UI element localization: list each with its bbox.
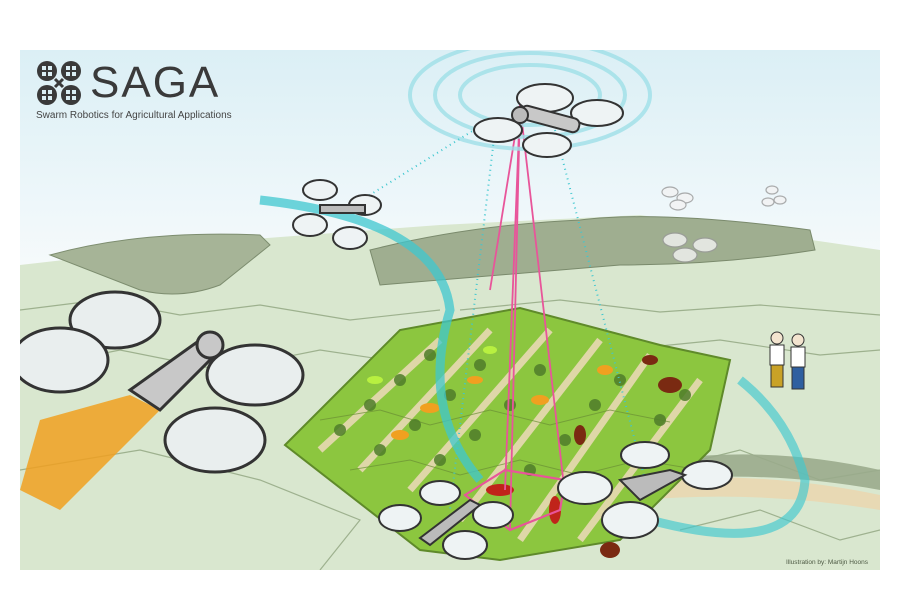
scout-drone-left bbox=[292, 179, 382, 250]
field-drone-center bbox=[378, 480, 514, 560]
distant-drone-1 bbox=[661, 186, 694, 211]
farmer-with-cap bbox=[769, 331, 785, 388]
large-drone-foreground bbox=[20, 290, 305, 474]
distant-drone-2 bbox=[761, 185, 787, 207]
flight-path-right bbox=[648, 376, 810, 538]
farmer-with-jeans bbox=[790, 333, 806, 390]
spray-beam bbox=[20, 395, 160, 510]
forest-center bbox=[369, 216, 816, 286]
farm-scene bbox=[20, 50, 880, 570]
illustration-credit: Illustration by: Martijn Hoons bbox=[785, 559, 868, 566]
saga-logo: SAGA bbox=[36, 60, 220, 106]
logo-subtitle: Swarm Robotics for Agricultural Applicat… bbox=[36, 110, 232, 121]
field-drone-right bbox=[557, 441, 733, 539]
logo-title: SAGA bbox=[90, 58, 221, 107]
illustration-panel: SAGA Swarm Robotics for Agricultural App… bbox=[20, 50, 880, 570]
overhead-drone bbox=[473, 83, 624, 158]
distant-drone-3 bbox=[662, 232, 718, 263]
forest-left bbox=[48, 233, 271, 295]
four-rotor-swarm-icon bbox=[36, 60, 82, 106]
flight-path-left bbox=[259, 195, 484, 483]
people bbox=[769, 331, 806, 390]
